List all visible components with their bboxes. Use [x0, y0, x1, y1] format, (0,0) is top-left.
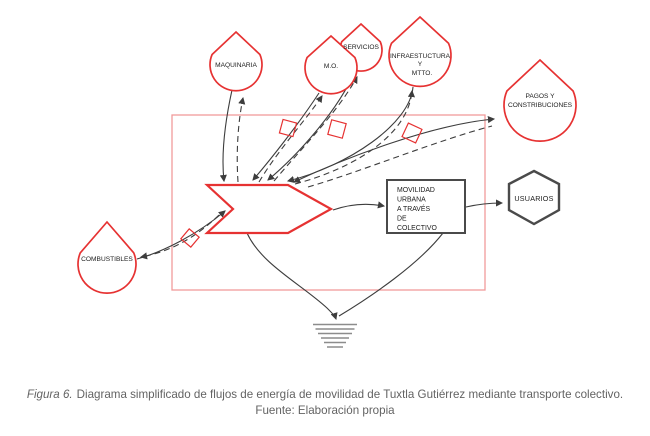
- users-label: USUARIOS: [514, 194, 553, 203]
- tank-pagos-label-2: CONSTRIBUCIONES: [508, 102, 573, 109]
- flow-to-process-box: [332, 201, 386, 211]
- tank-infraestructura-label-3: MTTO.: [412, 70, 433, 77]
- process-box-line-3: A TRAVÉS: [397, 204, 430, 213]
- transaction-diamond-icon: [401, 122, 423, 144]
- transaction-diamond-icon: [278, 118, 298, 138]
- transaction-diamond-icon: [327, 119, 347, 139]
- process-box-line-1: MOVILIDAD: [397, 187, 435, 194]
- process-box-line-2: URBANA: [397, 197, 426, 204]
- flow-infraestructura-in: [286, 86, 414, 183]
- flow-maquinaria-in: [219, 89, 233, 183]
- tank-infraestructura: [388, 15, 452, 88]
- money-infraestructura-out: [294, 89, 416, 185]
- tank-pagos: [503, 58, 577, 142]
- flow-combustibles-in: [136, 210, 226, 260]
- tank-infraestructura-label-1: INFRAESTUCTURA: [390, 53, 451, 60]
- process-box-line-4: DE: [397, 216, 407, 223]
- heat-sink-icon: [313, 323, 357, 348]
- flow-to-ground-right: [338, 232, 444, 317]
- money-servicios-out: [273, 76, 358, 182]
- flow-pagos: [293, 116, 496, 183]
- flow-to-users: [465, 199, 504, 208]
- energy-flow-diagram: MAQUINARIA M.O. SERVICIOS INFRAESTUCTURA…: [77, 15, 577, 348]
- money-mo-out: [258, 95, 323, 183]
- tank-pagos-label-1: PAGOS Y: [525, 93, 555, 100]
- transaction-symbols: [179, 118, 423, 249]
- tank-servicios-label: SERVICIOS: [343, 44, 379, 51]
- interaction-arrow-symbol: [204, 183, 334, 235]
- money-pagos-out: [307, 125, 493, 188]
- tank-maquinaria: [209, 30, 263, 92]
- figure-caption: Figura 6.Diagrama simplificado de flujos…: [0, 387, 650, 420]
- money-combustibles-out: [139, 214, 220, 260]
- money-maquinaria-out: [236, 96, 246, 183]
- process-box-line-5: COLECTIVO: [397, 225, 437, 232]
- users-hexagon: [507, 169, 561, 226]
- figure-description: Diagrama simplificado de flujos de energ…: [76, 388, 624, 418]
- tank-mo: [304, 34, 358, 95]
- process-box: [386, 179, 466, 234]
- tank-infraestructura-label-2: Y: [418, 61, 423, 68]
- storage-tanks: [77, 15, 577, 294]
- flow-mo-in: [252, 92, 320, 181]
- flow-to-ground-left: [246, 232, 338, 321]
- tank-combustibles: [77, 220, 137, 294]
- figure-caption-text: Figura 6.Diagrama simplificado de flujos…: [22, 387, 628, 420]
- money-flows: [139, 76, 493, 260]
- figure-number: Figura 6.: [26, 388, 73, 401]
- transaction-diamond-icon: [179, 227, 201, 249]
- tank-combustibles-label: COMBUSTIBLES: [81, 256, 133, 263]
- tank-mo-label: M.O.: [324, 63, 338, 70]
- tank-maquinaria-label: MAQUINARIA: [215, 62, 257, 69]
- flow-lines: [136, 72, 504, 321]
